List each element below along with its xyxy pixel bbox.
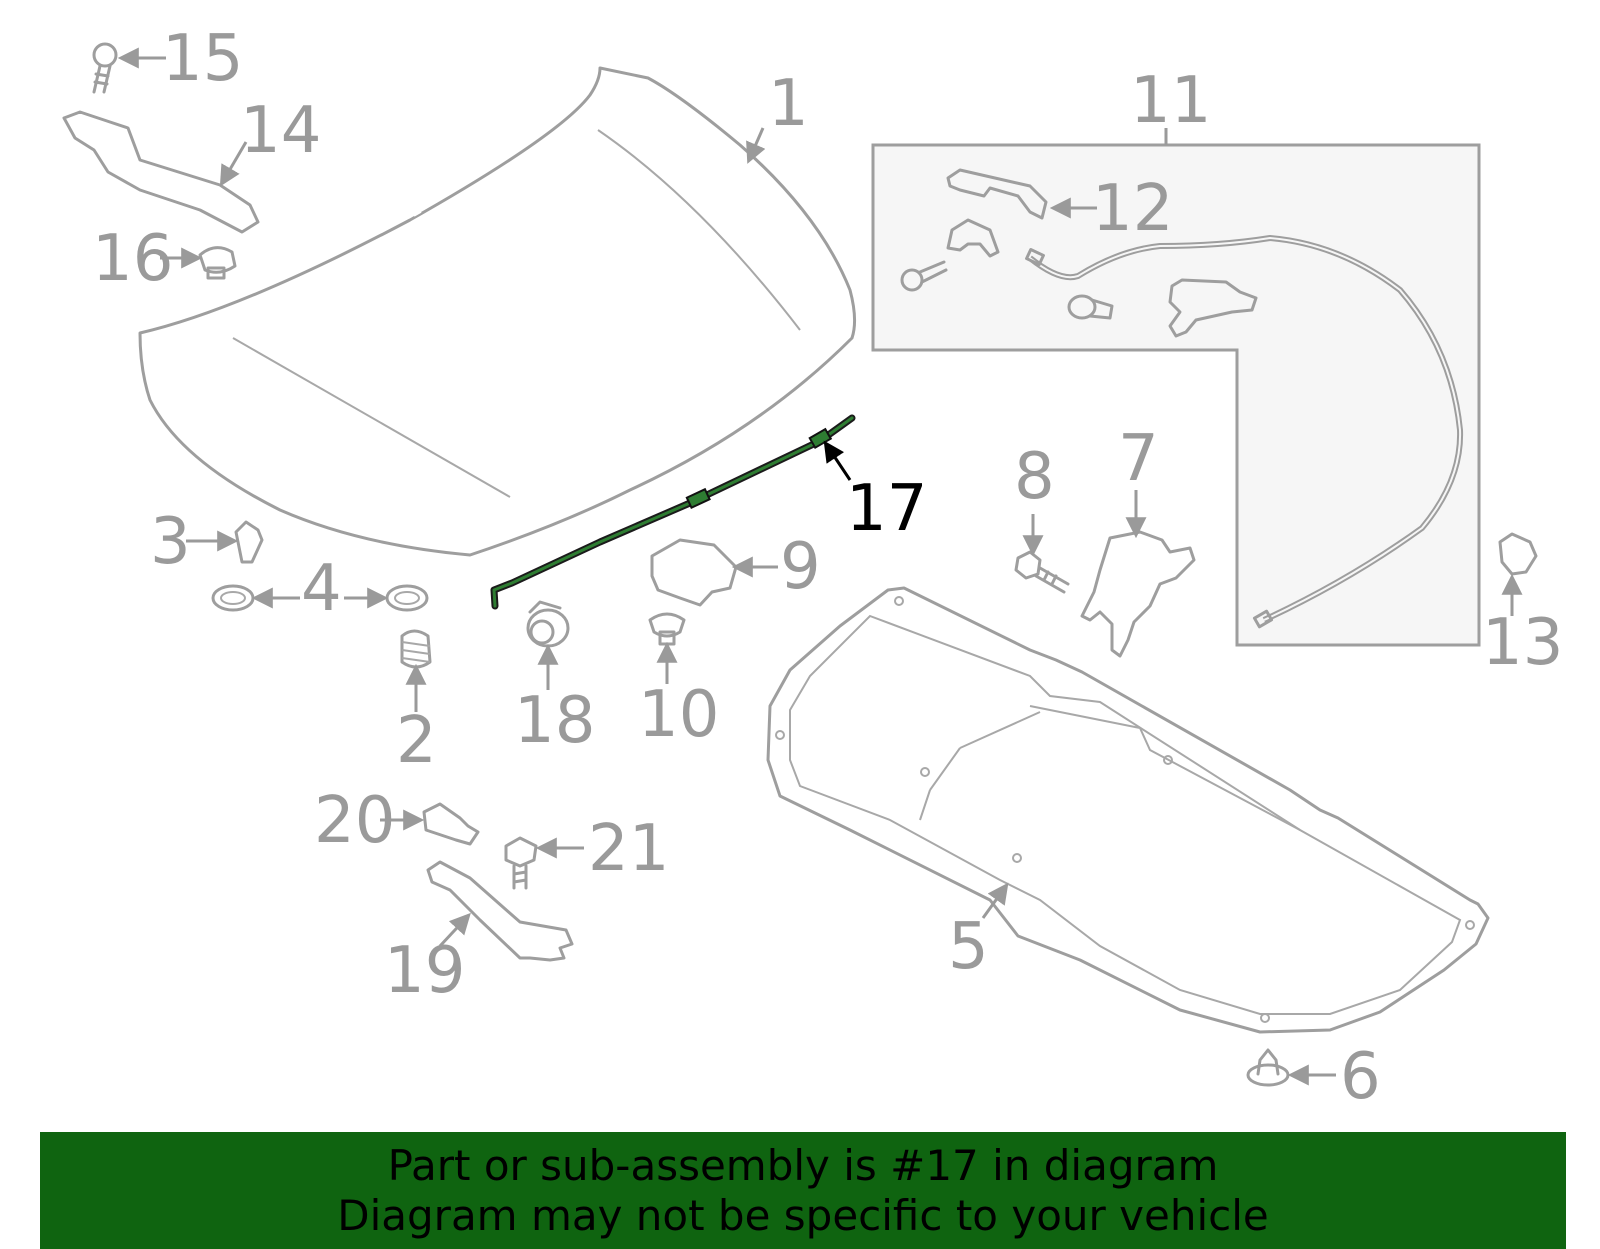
callout-18: 18 (514, 684, 595, 758)
callout-8: 8 (1014, 440, 1055, 514)
bumper-part-3 (234, 520, 264, 564)
callout-19: 19 (384, 934, 465, 1008)
insulator-part-5 (766, 586, 1490, 1034)
latch-part-7 (1080, 530, 1196, 658)
bracket-part-14 (62, 110, 260, 234)
latch-bracket (946, 218, 1000, 258)
clip-part-13 (1498, 532, 1538, 576)
callout-21: 21 (588, 812, 669, 886)
nut-part-16 (198, 246, 237, 280)
clip-part-10 (648, 612, 686, 646)
hood-part-1 (138, 66, 857, 557)
callout-3: 3 (150, 505, 191, 579)
banner-line-1: Part or sub-assembly is #17 in diagram (387, 1140, 1219, 1190)
callout-4: 4 (301, 552, 342, 626)
callout-11: 11 (1130, 64, 1211, 138)
callout-17: 17 (846, 472, 927, 546)
callout-14: 14 (240, 94, 321, 168)
callout-1: 1 (768, 67, 809, 141)
clip-part-6 (1246, 1048, 1290, 1087)
grommet-part-18 (526, 600, 570, 648)
callout-7: 7 (1118, 422, 1159, 496)
callout-20: 20 (314, 784, 395, 858)
callout-12: 12 (1092, 172, 1173, 246)
prop-rod-part-17 (490, 414, 856, 610)
callout-15: 15 (162, 22, 243, 96)
callout-16: 16 (92, 222, 173, 296)
bolt-part-21 (504, 836, 538, 890)
callout-5: 5 (948, 910, 989, 984)
assembly-box-11 (871, 143, 1481, 647)
stopper-part-2 (400, 629, 432, 669)
release-handle (1168, 278, 1258, 338)
bracket-part-12 (946, 168, 1048, 220)
insulator-part-9 (650, 538, 738, 607)
banner-line-2: Diagram may not be specific to your vehi… (337, 1190, 1269, 1240)
washer-part-4-left (211, 584, 255, 612)
cable-part-11 (1025, 234, 1464, 629)
callout-10: 10 (638, 678, 719, 752)
grommet-part-11 (1067, 294, 1114, 320)
callout-6: 6 (1340, 1040, 1381, 1114)
bracket-part-19 (426, 860, 574, 962)
callout-9: 9 (780, 530, 821, 604)
bolt-part-8 (1014, 550, 1070, 594)
washer-part-4-right (385, 584, 429, 612)
callout-2: 2 (396, 704, 437, 778)
callout-13: 13 (1482, 606, 1563, 680)
bolt-part-15 (92, 42, 118, 94)
clip-part-20 (422, 802, 480, 846)
leader-arrows (117, 47, 1523, 1086)
info-banner: Part or sub-assembly is #17 in diagram D… (40, 1132, 1566, 1249)
bolt-part-11 (900, 260, 948, 292)
